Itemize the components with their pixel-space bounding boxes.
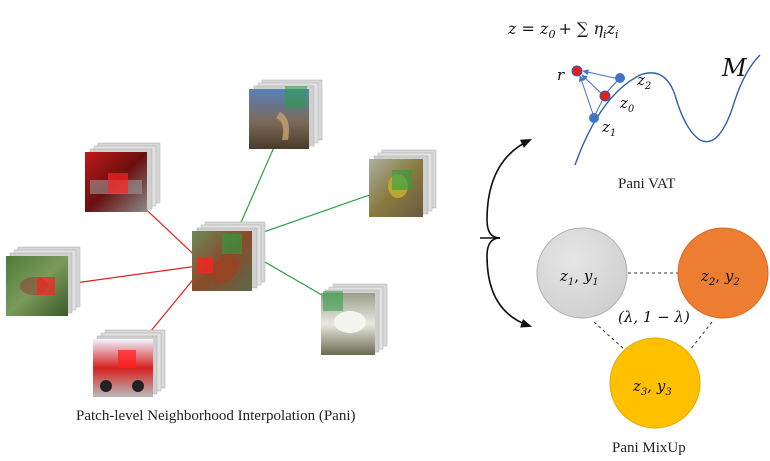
mixup-node-1 <box>536 227 628 319</box>
vat-caption: Pani VAT <box>618 176 676 192</box>
vat-equation: z = z0+ ∑ ηizi <box>507 19 619 41</box>
mixup-node-2-label: z2, y2 <box>700 267 740 288</box>
mixup-caption: Pani MixUp <box>612 440 686 456</box>
z0-label: z0 <box>619 94 635 115</box>
plane-patch <box>285 86 307 108</box>
frog-patch <box>37 277 55 295</box>
vat-panel: z = z0+ ∑ ηizi M r z2 z0 z1 <box>507 19 761 166</box>
mixup-edge-23 <box>689 321 713 351</box>
mixup-panel: z1, y1 z2, y2 z3, y3 (λ, 1 − λ) <box>536 227 769 429</box>
mixup-node-1-label: z1, y1 <box>559 267 599 288</box>
manifold-label: M <box>721 54 748 82</box>
main-caption: Patch-level Neighborhood Interpolation (… <box>76 408 356 424</box>
z2-label: z2 <box>636 71 651 92</box>
manifold-curve <box>574 54 761 166</box>
lambda-label: (λ, 1 − λ) <box>618 308 690 326</box>
hen-patch <box>323 291 343 311</box>
car-patch <box>118 350 136 368</box>
z1-point <box>589 113 599 123</box>
image-stack-frog <box>6 246 81 316</box>
mixup-edge-13 <box>593 321 626 351</box>
image-stack-car <box>93 329 166 397</box>
image-stack-truck <box>85 142 161 212</box>
rooster-patch-red <box>197 257 213 273</box>
z1-label: z1 <box>601 118 616 139</box>
z0-point <box>599 90 611 102</box>
mixup-node-2 <box>677 227 769 319</box>
image-stack-rooster <box>192 221 266 291</box>
z2-point <box>615 73 625 83</box>
r-point <box>571 65 583 77</box>
mixup-node-3 <box>609 337 701 429</box>
rooster-patch-green <box>222 234 242 254</box>
brace-arrows <box>480 139 533 328</box>
image-stack-hen <box>321 283 388 355</box>
image-stack-plane <box>249 79 323 149</box>
mixup-node-3-label: z3, y3 <box>632 377 672 398</box>
bird-patch <box>392 170 412 190</box>
image-stack-bird <box>369 149 437 217</box>
r-label: r <box>557 66 565 84</box>
truck-patch <box>108 173 128 193</box>
